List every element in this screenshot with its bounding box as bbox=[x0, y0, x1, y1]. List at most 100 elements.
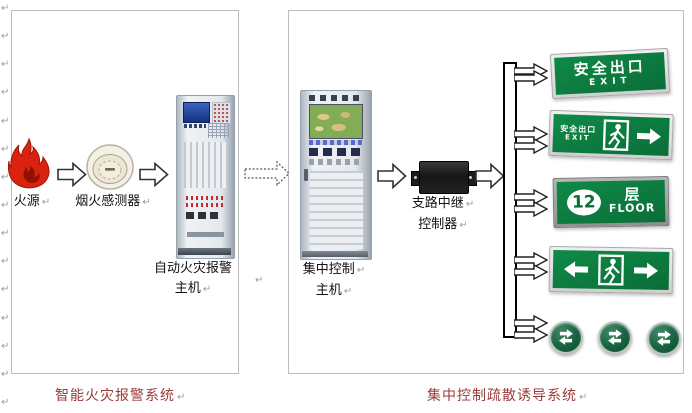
mount-hole bbox=[469, 176, 472, 179]
running-man-icon bbox=[595, 254, 628, 287]
paragraph-mark-icon: ↵ bbox=[1, 256, 10, 268]
branch-arrow-icon bbox=[514, 70, 548, 86]
relay-label: 支路中继↵ 控制器↵ bbox=[407, 194, 479, 236]
cabinet-handle bbox=[304, 169, 308, 181]
cabinet-button-row bbox=[309, 159, 363, 165]
return-mark-icon: ↵ bbox=[41, 197, 51, 208]
fire-alarm-system-title-text: 智能火灾报警系统 bbox=[55, 388, 175, 404]
evacuation-indicator-light bbox=[647, 322, 681, 355]
exit-sign-sub-text: EXIT bbox=[588, 75, 632, 88]
exit-sign-running-man-both bbox=[548, 245, 674, 295]
branch-arrow-icon bbox=[514, 189, 548, 205]
central-control-host-cabinet bbox=[300, 90, 372, 260]
return-mark-icon: ↵ bbox=[459, 220, 468, 231]
branch-arrow-icon bbox=[514, 252, 548, 268]
control-host-label-line2: 主机 bbox=[315, 283, 342, 298]
floor-sign-text: 层 FLOOR bbox=[608, 185, 656, 216]
return-mark-icon: ↵ bbox=[579, 392, 589, 403]
return-mark-icon: ↵ bbox=[356, 265, 366, 276]
cabinet-button-grid bbox=[208, 123, 229, 138]
branch-arrow-icon bbox=[514, 138, 548, 154]
detector-label: 烟火感测器↵ bbox=[72, 192, 154, 213]
paragraph-mark-icon: ↵ bbox=[1, 115, 10, 127]
evacuation-indicator-light bbox=[549, 321, 583, 354]
cabinet-base bbox=[178, 248, 231, 255]
left-arrow-icon bbox=[563, 260, 589, 278]
paragraph-mark-icon: ↵ bbox=[1, 87, 10, 99]
cabinet-base bbox=[302, 251, 368, 257]
control-host-label-line1: 集中控制 bbox=[302, 262, 355, 277]
return-mark-icon: ↵ bbox=[202, 284, 212, 295]
flame-icon bbox=[8, 137, 50, 193]
smoke-detector-icon bbox=[86, 144, 135, 192]
alarm-host-label-line2: 主机 bbox=[174, 281, 201, 296]
paragraph-mark-icon: ↵ bbox=[1, 368, 10, 380]
exit-sign-small-en: EXIT bbox=[564, 133, 591, 143]
cabinet-led-row bbox=[186, 196, 226, 200]
paragraph-mark-icon: ↵ bbox=[1, 199, 10, 211]
relay-label-line1: 支路中继 bbox=[411, 196, 464, 211]
right-arrow-icon bbox=[636, 127, 663, 146]
exit-sign-main-text: 安全出口 bbox=[573, 56, 647, 79]
branch-arrow-icon bbox=[514, 327, 548, 343]
cabinet-slats bbox=[310, 171, 363, 249]
cabinet-map-screen bbox=[309, 104, 363, 139]
branch-relay-controller-box bbox=[419, 161, 469, 194]
floor-number-badge: 12 bbox=[566, 189, 602, 216]
alarm-host-label-line1: 自动火灾报警 bbox=[153, 261, 232, 276]
evacuation-system-title: 集中控制疏散诱导系统↵ bbox=[427, 385, 588, 405]
cabinet-label-strip bbox=[187, 232, 224, 237]
mount-hole bbox=[414, 176, 417, 179]
relay-label-line2: 控制器 bbox=[418, 217, 458, 232]
alarm-host-label: 自动火灾报警 主机↵ bbox=[147, 259, 239, 300]
running-man-icon bbox=[599, 119, 632, 152]
exit-sign-small-text: 安全出口 EXIT bbox=[560, 124, 596, 143]
paragraph-mark-icon: ↵ bbox=[1, 31, 10, 43]
evacuation-indicator-light bbox=[598, 321, 632, 354]
cabinet-switch-row bbox=[186, 212, 222, 219]
paragraph-mark-icon: ↵ bbox=[1, 59, 10, 71]
cabinet-led-row bbox=[186, 203, 226, 207]
cabinet-keypad bbox=[212, 102, 231, 124]
branch-arrow-icon bbox=[514, 201, 548, 217]
flow-arrow-icon bbox=[57, 162, 87, 187]
paragraph-mark-icon: ↵ bbox=[255, 275, 264, 286]
exit-sign-running-man-right: 安全出口 EXIT bbox=[548, 109, 674, 161]
paragraph-mark-icon: ↵ bbox=[1, 396, 10, 408]
evacuation-system-title-text: 集中控制疏散诱导系统 bbox=[427, 388, 577, 404]
dashed-flow-arrow-icon bbox=[244, 160, 291, 187]
return-mark-icon: ↵ bbox=[177, 392, 187, 403]
fire-alarm-system-title: 智能火灾报警系统↵ bbox=[55, 385, 186, 405]
fire-source-label-text: 火源 bbox=[13, 194, 40, 209]
flow-arrow-icon bbox=[139, 162, 169, 187]
flow-arrow-icon bbox=[377, 163, 407, 189]
floor-sign-cn: 层 bbox=[624, 185, 640, 204]
cabinet-top-buttons bbox=[309, 95, 363, 101]
fire-source-label: 火源↵ bbox=[10, 192, 54, 213]
control-host-label: 集中控制↵ 主机↵ bbox=[297, 260, 371, 302]
paragraph-mark-icon: ↵ bbox=[1, 228, 10, 240]
branch-arrow-icon bbox=[514, 126, 548, 142]
detector-label-text: 烟火感测器 bbox=[75, 194, 141, 209]
paragraph-mark-icon: ↵ bbox=[1, 3, 10, 14]
paragraph-mark-icon: ↵ bbox=[1, 171, 10, 183]
branch-arrow-icon bbox=[514, 264, 548, 280]
return-mark-icon: ↵ bbox=[343, 286, 353, 297]
right-arrow-icon bbox=[633, 261, 659, 279]
paragraph-mark-icon: ↵ bbox=[1, 143, 10, 155]
branch-arrow-icon bbox=[514, 315, 548, 331]
cabinet-display-row bbox=[184, 124, 206, 128]
cabinet-indicator-row bbox=[309, 140, 363, 145]
cabinet-button-row bbox=[309, 148, 363, 156]
exit-sign-text: 安全出口 EXIT bbox=[549, 47, 671, 100]
paragraph-mark-column: ↵ ↵ ↵ ↵ ↵ ↵ ↵ ↵ ↵ ↵ ↵ ↵ ↵ ↵ ↵ bbox=[1, 4, 11, 408]
cabinet-vent bbox=[184, 142, 228, 188]
paragraph-mark-icon: ↵ bbox=[1, 312, 10, 324]
floor-sign-en: FLOOR bbox=[608, 201, 656, 216]
cabinet-screen bbox=[183, 102, 210, 123]
paragraph-mark-icon: ↵ bbox=[1, 340, 10, 352]
fire-alarm-host-cabinet bbox=[176, 95, 235, 259]
paragraph-mark-icon: ↵ bbox=[1, 284, 10, 296]
flow-arrow-icon bbox=[475, 163, 505, 189]
